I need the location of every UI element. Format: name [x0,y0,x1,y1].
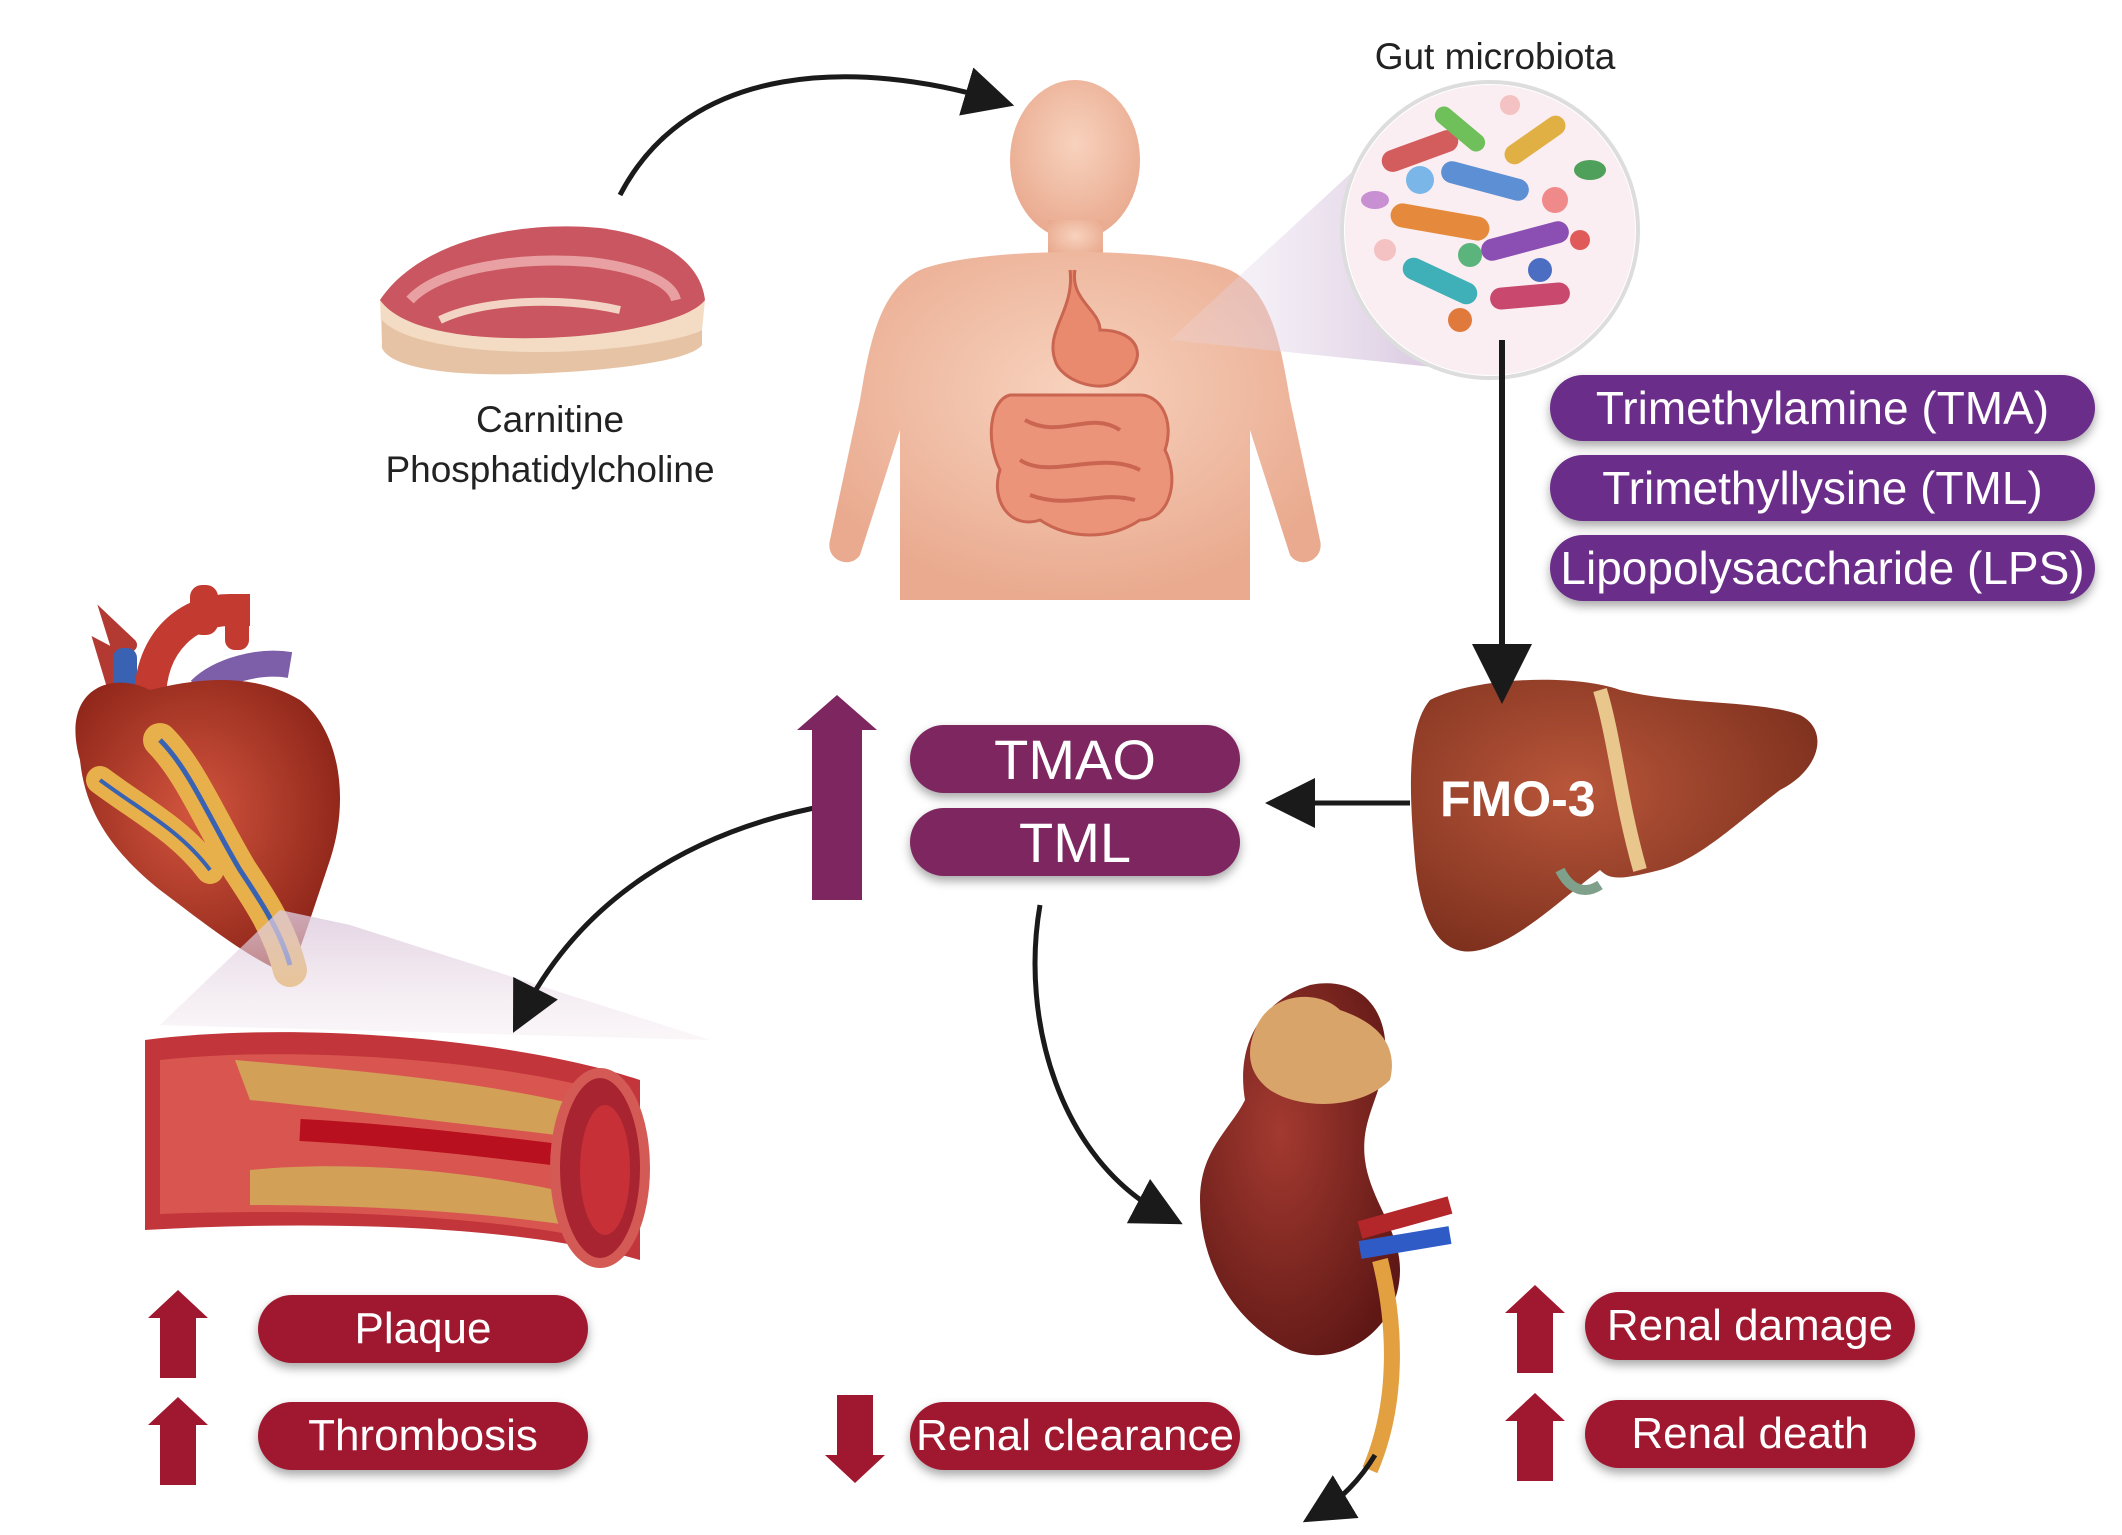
up-arrow-plaque-icon [148,1290,208,1378]
arrow-tml-to-kidney [1032,904,1183,1225]
arrow-kidney-excretion [1302,1453,1378,1523]
outcome-renal-damage: Renal damage [1585,1292,1915,1360]
metabolite-lps: Lipopolysaccharide (LPS) [1550,535,2095,601]
gut-microbiota-label: Gut microbiota [1374,36,1616,77]
phosphatidylcholine-label: Phosphatidylcholine [385,449,715,490]
metabolite-tml: Trimethyllysine (TML) [1550,455,2095,521]
up-arrow-renal-damage-icon [1505,1285,1565,1373]
arrow-tmao-to-artery [512,802,831,1033]
heart-illustration [75,585,340,987]
metabolite-tma: Trimethylamine (TMA) [1550,375,2095,441]
outcome-renal-clearance: Renal clearance [910,1402,1240,1470]
up-arrow-thrombosis-icon [148,1397,208,1485]
zoom-cone-heart [160,910,710,1040]
gut-microbiota-illustration [1340,80,1640,380]
circulating-tmao: TMAO [910,725,1240,793]
kidney-illustration [1200,983,1453,1474]
outcome-thrombosis: Thrombosis [258,1402,588,1470]
up-arrow-renal-death-icon [1505,1393,1565,1481]
down-arrow-renal-clearance-icon [825,1395,885,1483]
carnitine-label: Carnitine [475,399,625,440]
outcome-renal-death: Renal death [1585,1400,1915,1468]
fmo3-label: FMO-3 [1440,771,1596,827]
liver-illustration [1410,679,1818,952]
pathway-arrows [512,67,1532,1523]
up-arrow-tmao-icon [797,695,877,900]
circulating-tml: TML [910,808,1240,876]
arrow-food-to-body [617,67,1015,197]
artery-illustration [145,1032,650,1268]
outcome-plaque: Plaque [258,1295,588,1363]
meat-illustration [380,226,705,375]
